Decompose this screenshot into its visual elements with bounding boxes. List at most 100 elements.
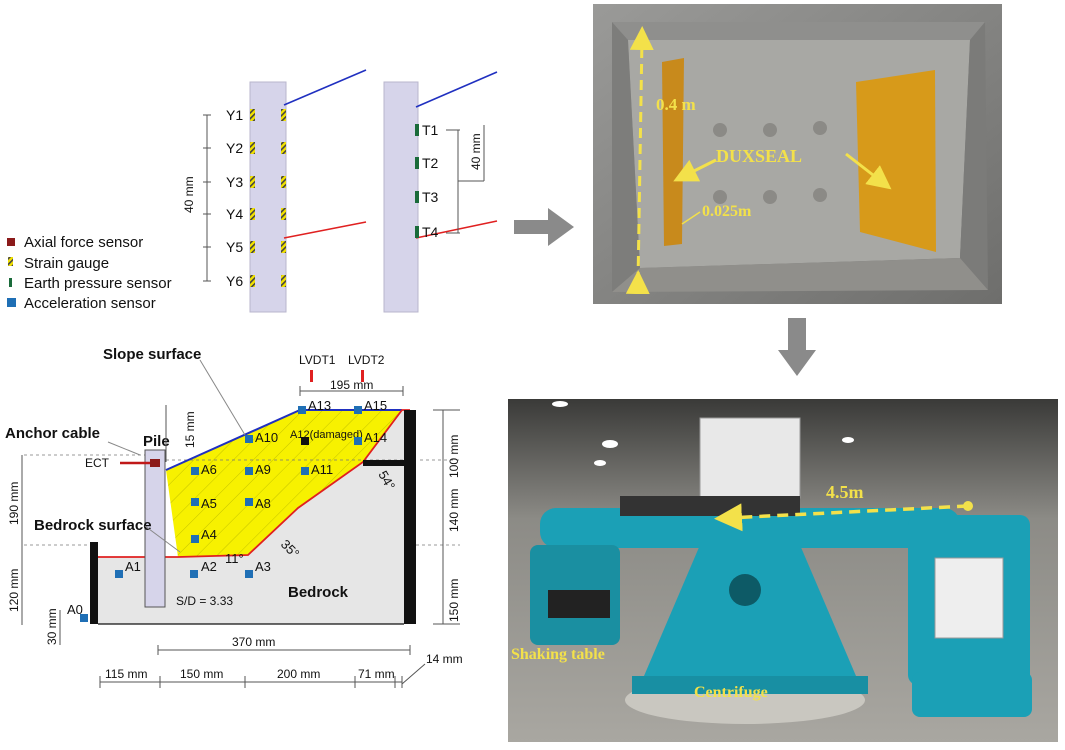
dim-right-140: 140 mm bbox=[447, 489, 461, 532]
strain-label-y1: Y1 bbox=[226, 107, 243, 123]
lvdt2-icon bbox=[361, 370, 364, 382]
sensor-a15-icon bbox=[354, 406, 362, 414]
pressure-label-t4: T4 bbox=[422, 224, 439, 240]
bedrock-surface-line bbox=[98, 409, 410, 558]
strain-gauge-left-icon bbox=[250, 208, 255, 220]
strain-gauge-right-icon bbox=[281, 176, 286, 188]
sensor-a3-icon bbox=[245, 570, 253, 578]
duxseal-right bbox=[856, 70, 936, 252]
strain-gauge-left-icon bbox=[250, 109, 255, 121]
sensor-a0-icon bbox=[80, 614, 88, 622]
cone-hole bbox=[729, 574, 761, 606]
radius-arrow bbox=[714, 503, 969, 532]
bolt-holes bbox=[713, 121, 827, 204]
height-label: 0.4 m bbox=[656, 95, 696, 114]
sensor-label: A0 bbox=[67, 602, 83, 617]
dim-right-150: 150 mm bbox=[447, 579, 461, 622]
pile-label: Pile bbox=[143, 433, 170, 450]
anchor-cable-leader bbox=[107, 441, 141, 456]
earth-pressure-icon bbox=[415, 124, 419, 136]
strain-gauge-left-icon bbox=[250, 275, 255, 287]
sensor-label: A15 bbox=[364, 398, 387, 413]
container-rim-top bbox=[612, 22, 985, 40]
slope-surface-label: Slope surface bbox=[103, 346, 201, 363]
strain-spacing-label: 40 mm bbox=[182, 176, 196, 213]
legend: Axial force sensor Strain gauge Earth pr… bbox=[7, 234, 172, 312]
centrifuge-arm bbox=[540, 508, 960, 548]
earth-pressure-icon bbox=[415, 226, 419, 238]
sensor-label: A6 bbox=[201, 462, 217, 477]
dim-b-71: 71 mm bbox=[358, 667, 395, 681]
sensor-label: A8 bbox=[255, 496, 271, 511]
dim-left-190: 190 mm bbox=[7, 482, 21, 525]
strain-gauge-left-icon bbox=[250, 142, 255, 154]
dim-right-100: 100 mm bbox=[447, 435, 461, 478]
dim-14-leader bbox=[401, 663, 426, 685]
cap-beam bbox=[363, 460, 404, 466]
model-pile bbox=[144, 449, 166, 608]
bedrock-line-red-2 bbox=[415, 220, 498, 239]
axial-sensor-icon bbox=[150, 459, 160, 467]
sensor-label: A9 bbox=[255, 462, 271, 477]
strain-gauge-right-icon bbox=[281, 142, 286, 154]
bedrock-surface-label: Bedrock surface bbox=[34, 517, 152, 534]
duxseal-left bbox=[662, 58, 684, 246]
bolt-hole-icon bbox=[763, 123, 777, 137]
earth-pressure-icon bbox=[415, 157, 419, 169]
model-cross-section: Pile ECT Slope surface Anchor cable Bedr… bbox=[5, 346, 463, 688]
sensor-label: A2 bbox=[201, 559, 217, 574]
pressure-label-t1: T1 bbox=[422, 122, 439, 138]
bolt-hole-icon bbox=[713, 123, 727, 137]
dim-pile-label: 15 mm bbox=[183, 411, 197, 448]
right-arrow-icon bbox=[514, 208, 574, 246]
shaking-table-actuator bbox=[548, 590, 610, 618]
sensor-a11-icon bbox=[301, 467, 309, 475]
strain-gauge-right-icon bbox=[281, 109, 286, 121]
pressure-label-t3: T3 bbox=[422, 189, 439, 205]
arm-bracket bbox=[620, 496, 800, 516]
radius-label: 4.5m bbox=[826, 482, 864, 502]
ceiling-light-2 bbox=[602, 440, 618, 448]
sd-label: S/D = 3.33 bbox=[176, 594, 233, 608]
earth-pressure-icon bbox=[415, 191, 419, 203]
sensor-label: A1 bbox=[125, 559, 141, 574]
legend-strain: Strain gauge bbox=[24, 255, 109, 272]
slope-hatch bbox=[166, 410, 402, 557]
basket-base bbox=[912, 672, 1032, 717]
strain-label-y4: Y4 bbox=[226, 206, 243, 222]
pressure-spacing-label: 40 mm bbox=[469, 133, 483, 170]
slope-line-blue-2 bbox=[415, 71, 498, 108]
axial-force-marker-icon bbox=[7, 238, 15, 246]
bedrock-region bbox=[98, 410, 404, 624]
strain-gauge-right-icon bbox=[281, 241, 286, 253]
strain-gauge-left-icon bbox=[250, 241, 255, 253]
lvdt2-label: LVDT2 bbox=[348, 353, 385, 367]
right-wall bbox=[404, 410, 416, 624]
strain-gauge-right-icon bbox=[281, 208, 286, 220]
duxseal-label: DUXSEAL bbox=[716, 146, 802, 166]
sensor-label: A12(damaged) bbox=[290, 429, 363, 441]
sensor-a13-icon bbox=[298, 406, 306, 414]
sensor-a2-icon bbox=[190, 570, 198, 578]
centrifuge-label: Centrifuge bbox=[694, 684, 768, 701]
counterweight-box bbox=[699, 417, 801, 499]
anchor-cable-label: Anchor cable bbox=[5, 425, 100, 442]
bedrock-line-red bbox=[283, 221, 367, 239]
bolt-hole-icon bbox=[713, 190, 727, 204]
centrifuge-photo: 4.5m Shaking table Centrifuge bbox=[508, 399, 1058, 742]
ceiling-light-1 bbox=[552, 401, 568, 407]
acceleration-marker-icon bbox=[7, 298, 16, 307]
down-arrow-icon bbox=[778, 318, 816, 376]
sensor-label: A11 bbox=[311, 462, 333, 477]
sensor-label: A14 bbox=[364, 430, 387, 445]
angle-11-label: 11° bbox=[225, 551, 244, 566]
sensor-label: A3 bbox=[255, 559, 271, 574]
dim-b-150: 150 mm bbox=[180, 667, 223, 681]
dim-b-200: 200 mm bbox=[277, 667, 320, 681]
strain-gauge-right-icon bbox=[281, 275, 286, 287]
strain-label-y2: Y2 bbox=[226, 140, 243, 156]
sensor-label: A5 bbox=[201, 496, 217, 511]
